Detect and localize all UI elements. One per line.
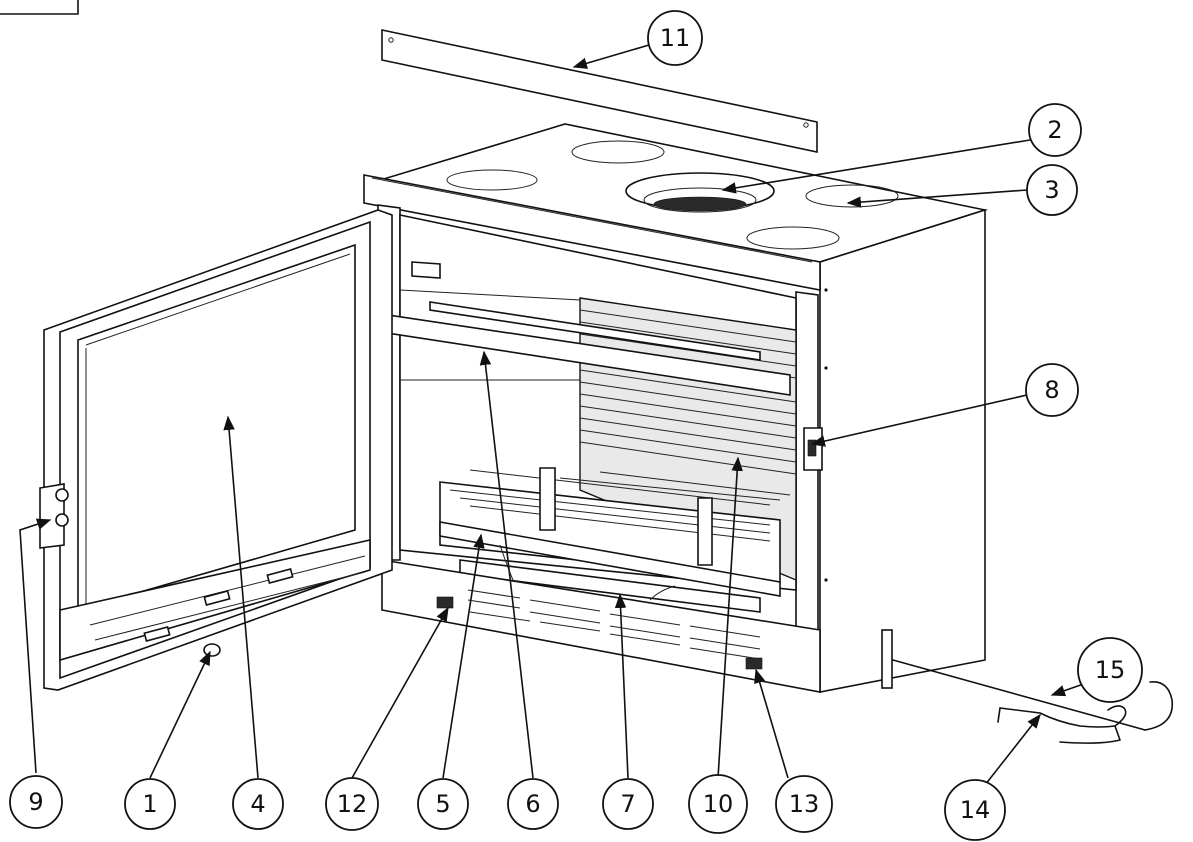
callout-9-label: 9 [28,788,43,816]
callout-2-label: 2 [1047,116,1062,144]
door-glass [77,243,356,612]
callout-7-label: 7 [620,790,635,818]
firebox-body [354,123,989,693]
callout-7: 7 [602,778,654,830]
leader-lines [19,44,1096,786]
callout-13: 13 [775,775,833,833]
poker-tool [892,659,1174,731]
callout-14-label: 14 [960,796,991,824]
callout-1-label: 1 [142,790,157,818]
callout-5: 5 [417,778,469,830]
callout-12-label: 12 [337,790,368,818]
callout-10-label: 10 [703,790,734,818]
callout-15-label: 15 [1095,656,1126,684]
tool-holder-plate [881,629,893,689]
base-louvres [467,589,761,660]
door-hinge [39,483,69,549]
callout-10: 10 [688,774,748,834]
callout-9: 9 [9,775,63,829]
callout-8-label: 8 [1044,376,1059,404]
callout-2: 2 [1028,103,1082,157]
callout-1: 1 [124,778,176,830]
callout-6: 6 [507,778,559,830]
door-latch [803,427,823,471]
callout-5-label: 5 [435,790,450,818]
top-deflector-plate [381,29,818,153]
flue-outlet [625,172,775,213]
callout-4-label: 4 [250,790,265,818]
callout-8: 8 [1025,363,1079,417]
callout-14: 14 [944,779,1006,841]
callout-3-label: 3 [1044,176,1059,204]
callout-15: 15 [1077,637,1143,703]
callout-11-label: 11 [660,24,691,52]
door-handle [203,643,221,657]
handle-tool [997,705,1127,744]
callout-3: 3 [1026,164,1078,216]
callout-11: 11 [647,10,703,66]
air-control-left [436,596,454,609]
drawing-frame-corner [0,0,79,15]
callout-6-label: 6 [525,790,540,818]
door [39,209,393,691]
air-control-right [745,657,763,670]
callout-13-label: 13 [789,790,820,818]
callout-4: 4 [232,778,284,830]
callout-12: 12 [325,777,379,831]
